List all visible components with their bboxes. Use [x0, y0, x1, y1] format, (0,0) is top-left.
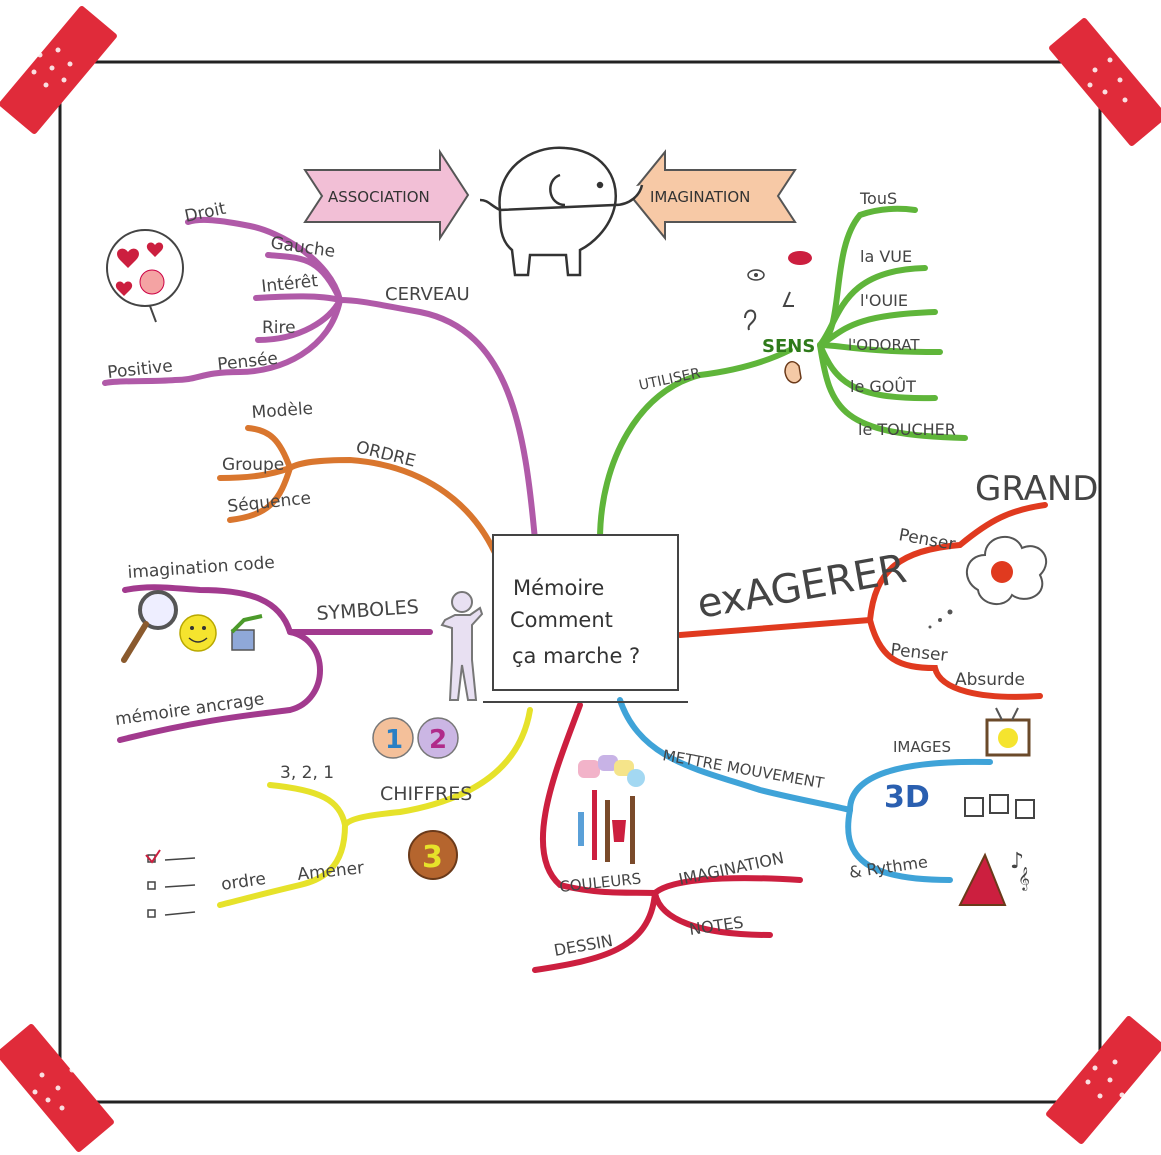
rire-label: Rire — [262, 318, 296, 338]
groupe-label: Groupe — [222, 455, 284, 475]
tous-label: TouS — [859, 189, 897, 208]
toucher-label: le TOUCHER — [858, 420, 956, 439]
imagination-arrow: IMAGINATION — [628, 149, 797, 241]
center-line-1: Mémoire — [513, 576, 604, 600]
center-node: Mémoire Comment ça marche ? — [483, 534, 688, 703]
elephant-icon — [479, 146, 644, 277]
branch-symboles — [117, 584, 433, 743]
absurde-label: Absurde — [955, 670, 1025, 690]
vue-label: la VUE — [860, 247, 912, 266]
tv-icon — [985, 707, 1031, 757]
svg-text:𝄞: 𝄞 — [1018, 866, 1030, 891]
imagination-top-label: IMAGINATION — [650, 188, 750, 206]
svg-text:3: 3 — [422, 840, 443, 875]
modele-label: Modèle — [251, 399, 314, 423]
tape-bottom-right — [1046, 1016, 1161, 1144]
branch-chiffres — [217, 707, 533, 908]
svg-text:1: 1 — [385, 725, 403, 755]
branch-ordre — [217, 425, 498, 556]
stick-figure-icon — [440, 591, 484, 701]
tape-top-right — [1049, 18, 1161, 146]
paint-brushes-icon — [578, 755, 645, 864]
grand-label: GRAND — [975, 469, 1098, 509]
ouie-label: l'OUIE — [860, 291, 908, 310]
svg-text:2: 2 — [429, 725, 447, 755]
branch-sens — [597, 205, 968, 543]
tape-dots — [31, 47, 1128, 1111]
hearts-icon — [106, 229, 184, 323]
smiley-icon — [179, 614, 217, 652]
music-icon: ♪ 𝄞 — [958, 849, 1030, 906]
center-line-3: ça marche ? — [512, 644, 640, 668]
checklist-icon — [145, 849, 196, 918]
branch-couleurs — [532, 702, 803, 973]
number-3-badge: 3 — [408, 830, 458, 880]
sens-label: SENS — [762, 336, 815, 357]
nose-icon — [782, 291, 794, 307]
association-arrow: ASSOCIATION — [303, 148, 470, 242]
cerveau-label: CERVEAU — [385, 284, 470, 305]
center-line-2: Comment — [510, 608, 613, 632]
odorat-label: l'ODORAT — [848, 336, 920, 354]
gout-label: le GOÛT — [850, 377, 916, 396]
checkbox-icon — [230, 614, 263, 651]
lips-icon — [788, 251, 812, 265]
dice-icon — [964, 794, 1035, 819]
association-label: ASSOCIATION — [328, 188, 430, 206]
eye-icon — [747, 269, 765, 281]
magnifier-icon — [121, 590, 178, 663]
chiffres-label: CHIFFRES — [380, 783, 472, 805]
branch-cerveau — [102, 216, 538, 543]
svg-text:♪: ♪ — [1010, 849, 1024, 874]
branch-exagerer — [677, 502, 1048, 700]
branch-mouvement — [617, 697, 993, 883]
tape-bottom-left — [0, 1024, 114, 1152]
count-label: 3, 2, 1 — [280, 763, 334, 783]
number-1-badge: 1 — [372, 717, 414, 759]
number-2-badge: 2 — [417, 717, 459, 759]
hand-icon — [784, 361, 802, 384]
three-d-label: 3D — [884, 780, 930, 815]
ear-icon — [744, 309, 757, 331]
cloud-icon — [928, 535, 1047, 629]
images-label: IMAGES — [893, 738, 951, 756]
tape-top-left — [0, 6, 117, 134]
chiffres-group: CHIFFRES 3, 2, 1 ordre Amener — [220, 763, 472, 895]
